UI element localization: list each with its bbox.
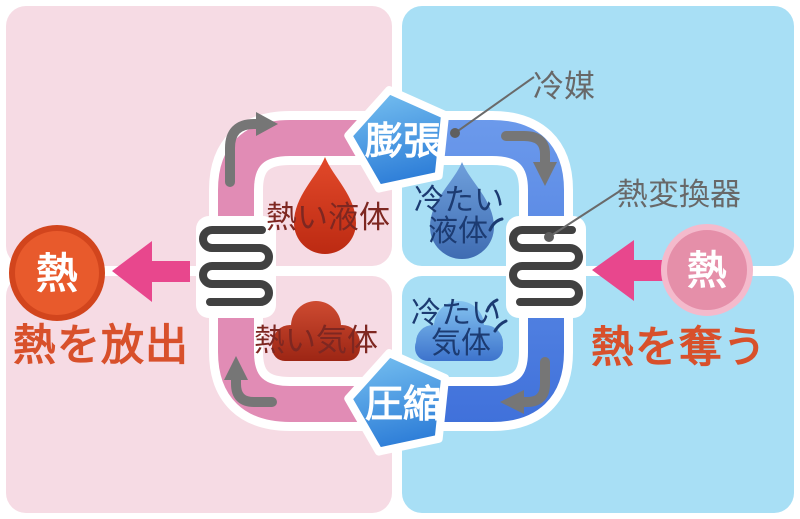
panel-top-left bbox=[6, 6, 392, 266]
heat-out-circle bbox=[9, 225, 105, 321]
cold-decoration-marks bbox=[485, 217, 508, 333]
heat-out-arrow bbox=[112, 241, 190, 302]
heat-in-circle bbox=[661, 224, 753, 316]
hot-liquid-droplet-icon bbox=[294, 157, 356, 254]
flow-arrow-top-right bbox=[501, 131, 550, 169]
cold-mark-3 bbox=[493, 319, 508, 333]
heat-exchanger-pointer-line bbox=[548, 188, 624, 238]
flow-arrow-bottom-left-head bbox=[224, 356, 248, 380]
heat-exchanger-right-coil-icon bbox=[509, 226, 583, 306]
heat-release-caption: 熱を放出 bbox=[13, 322, 189, 370]
compression-pentagon bbox=[344, 349, 450, 456]
flow-arrow-bottom-left bbox=[231, 373, 277, 407]
heat-absorb-caption: 熱を奪う bbox=[591, 324, 767, 372]
cold-gas-label-line2: 気体 bbox=[431, 327, 491, 360]
hot-gas-cloud-icon bbox=[272, 301, 360, 361]
heat-in-arrow bbox=[592, 240, 682, 301]
flow-arrow-bottom-right bbox=[517, 357, 550, 407]
flow-arrow-top-left bbox=[225, 119, 261, 187]
flow-arrow-top-left-head bbox=[256, 112, 278, 136]
expansion-pentagon bbox=[344, 86, 450, 193]
cold-mark-1 bbox=[488, 217, 504, 232]
cold-gas-label-line1: 冷たい bbox=[411, 297, 501, 330]
refrigerant-label: 冷媒 bbox=[533, 69, 595, 104]
flow-arrows bbox=[224, 112, 557, 414]
compression-label: 圧縮 bbox=[365, 384, 441, 426]
refrigerant-pointer-dot bbox=[450, 128, 460, 138]
refrigerant-pointer-line bbox=[454, 76, 535, 134]
cold-liquid-droplet-icon bbox=[430, 162, 494, 259]
cold-liquid-label-line2: 液体 bbox=[428, 215, 488, 248]
cold-liquid-label-line1: 冷たい bbox=[414, 184, 504, 217]
heat-out-circle-label: 熱 bbox=[36, 250, 78, 297]
cold-gas-cloud-icon bbox=[415, 301, 503, 361]
cold-mark-2 bbox=[485, 298, 499, 313]
flow-arrow-bottom-right-head bbox=[500, 390, 524, 414]
panel-top-right bbox=[402, 6, 794, 266]
heat-exchanger-left-coil-icon bbox=[199, 226, 273, 306]
flow-arrow-top-right-head bbox=[533, 162, 557, 186]
heat-exchanger-label: 熱変換器 bbox=[617, 177, 741, 212]
hot-liquid-label: 熱い液体 bbox=[266, 200, 390, 235]
heat-exchanger-pointer-dot bbox=[544, 232, 554, 242]
heat-in-circle-label: 熱 bbox=[687, 249, 727, 293]
expansion-label: 膨張 bbox=[365, 121, 441, 163]
hot-gas-label: 熱い気体 bbox=[254, 323, 378, 358]
